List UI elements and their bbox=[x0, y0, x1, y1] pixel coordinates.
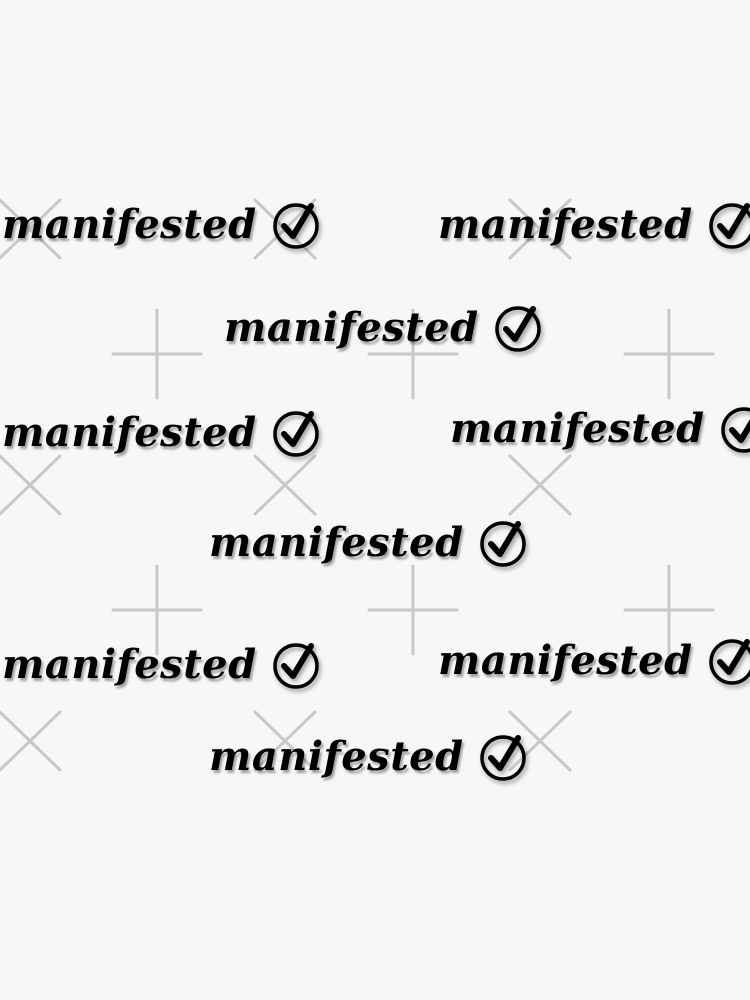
sticker-word: manifested bbox=[438, 201, 693, 248]
plus-icon bbox=[623, 308, 715, 400]
manifested-sticker: manifested bbox=[2, 408, 321, 458]
check-circle-icon bbox=[720, 407, 750, 453]
manifested-sticker: manifested bbox=[438, 636, 750, 686]
sticker-word: manifested bbox=[224, 304, 479, 351]
plus-icon bbox=[367, 564, 459, 656]
check-circle-icon bbox=[494, 306, 541, 352]
x-cross-icon bbox=[253, 454, 317, 516]
plus-icon bbox=[367, 308, 459, 400]
x-cross-icon bbox=[0, 710, 62, 772]
x-cross-icon bbox=[253, 710, 317, 772]
sticker-word: manifested bbox=[450, 405, 705, 452]
manifested-sticker: manifested bbox=[209, 732, 528, 782]
manifested-sticker: manifested bbox=[209, 518, 528, 568]
sticker-word: manifested bbox=[2, 201, 257, 248]
manifested-sticker: manifested bbox=[450, 404, 750, 454]
plus-icon bbox=[623, 564, 715, 656]
manifested-sticker: manifested bbox=[224, 303, 543, 353]
check-circle-icon bbox=[708, 639, 750, 685]
check-circle-icon bbox=[479, 521, 526, 567]
plus-icon bbox=[111, 564, 203, 656]
check-circle-icon bbox=[272, 643, 319, 689]
check-circle-icon bbox=[272, 203, 319, 249]
sticker-word: manifested bbox=[209, 733, 464, 780]
x-cross-icon bbox=[508, 198, 572, 260]
sticker-word: manifested bbox=[209, 519, 464, 566]
x-cross-icon bbox=[0, 454, 62, 516]
manifested-sticker: manifested bbox=[2, 200, 321, 250]
check-circle-icon bbox=[272, 411, 319, 457]
sticker-word: manifested bbox=[2, 409, 257, 456]
check-circle-icon bbox=[708, 203, 750, 249]
manifested-sticker: manifested bbox=[438, 200, 750, 250]
x-cross-icon bbox=[0, 198, 62, 260]
sticker-word: manifested bbox=[2, 641, 257, 688]
plus-icon bbox=[111, 308, 203, 400]
x-cross-icon bbox=[508, 454, 572, 516]
x-cross-icon bbox=[508, 710, 572, 772]
check-circle-icon bbox=[479, 735, 526, 781]
manifested-sticker: manifested bbox=[2, 640, 321, 690]
sticker-word: manifested bbox=[438, 637, 693, 684]
